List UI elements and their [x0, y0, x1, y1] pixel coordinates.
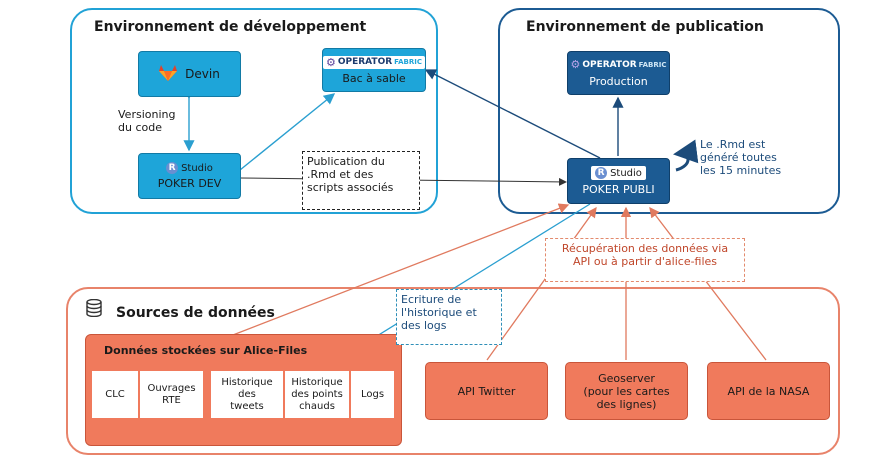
rstudio-logo-publi: R Studio: [591, 166, 646, 180]
poker-publi-label: POKER PUBLI: [582, 183, 655, 196]
arrow-publi-to-sandbox: [424, 69, 601, 159]
alice-files-title: Données stockées sur Alice-Files: [104, 344, 308, 357]
pub-env-frame: Environnement de publication: [498, 8, 840, 214]
devin-label: Devin: [185, 67, 220, 81]
operator-fabric-logo-prod: ⚙ OPERATOR FABRIC: [570, 58, 667, 71]
rmd-generation-note: Le .Rmd est généré toutes les 15 minutes: [700, 138, 782, 177]
dev-env-title: Environnement de développement: [94, 19, 367, 35]
cell-historique-tweets: Historique des tweets: [211, 371, 283, 418]
cell-ouvrages-rte: Ouvrages RTE: [140, 371, 203, 418]
gear-icon: ⚙: [325, 55, 336, 69]
sources-title: Sources de données: [116, 305, 275, 321]
gear-icon: ⚙: [570, 58, 581, 71]
recuperation-note: Récupération des données via API ou à pa…: [545, 238, 745, 282]
ecriture-note: Ecriture de l'historique et des logs: [396, 289, 502, 345]
cell-clc: CLC: [92, 371, 138, 418]
poker-dev-node[interactable]: R Studio POKER DEV: [138, 153, 241, 199]
pub-env-title: Environnement de publication: [526, 19, 764, 35]
r-icon: R: [595, 167, 608, 179]
arrow-publi-loop: [673, 139, 699, 172]
arrow-nasa-to-publi: [649, 206, 767, 361]
arrow-twitter-to-publi: [486, 206, 597, 361]
devin-node[interactable]: Devin: [138, 51, 241, 97]
cell-logs: Logs: [351, 371, 394, 418]
arrow-dev-to-sandbox: [239, 93, 336, 171]
rstudio-logo: R Studio: [166, 162, 213, 174]
poker-publi-node[interactable]: R Studio POKER PUBLI: [567, 158, 670, 204]
cell-historique-points-chauds: Historique des points chauds: [285, 371, 349, 418]
production-label: Production: [589, 75, 648, 88]
api-nasa-node[interactable]: API de la NASA: [707, 362, 830, 420]
r-icon: R: [166, 162, 179, 174]
operator-fabric-logo: ⚙ OPERATOR FABRIC: [322, 55, 426, 69]
database-icon: [86, 298, 102, 321]
gitlab-fox-icon: [159, 64, 178, 84]
geoserver-node[interactable]: Geoserver (pour les cartes des lignes): [565, 362, 688, 420]
arrow-alice-to-publi: [219, 203, 570, 341]
publication-note: Publication du .Rmd et des scripts assoc…: [302, 151, 420, 210]
poker-dev-label: POKER DEV: [157, 177, 222, 190]
production-node[interactable]: ⚙ OPERATOR FABRIC Production: [567, 51, 670, 95]
sandbox-node[interactable]: ⚙ OPERATOR FABRIC Bac à sable: [322, 48, 426, 92]
versioning-label: Versioning du code: [118, 108, 176, 134]
sandbox-label: Bac à sable: [342, 71, 406, 85]
api-twitter-node[interactable]: API Twitter: [425, 362, 548, 420]
